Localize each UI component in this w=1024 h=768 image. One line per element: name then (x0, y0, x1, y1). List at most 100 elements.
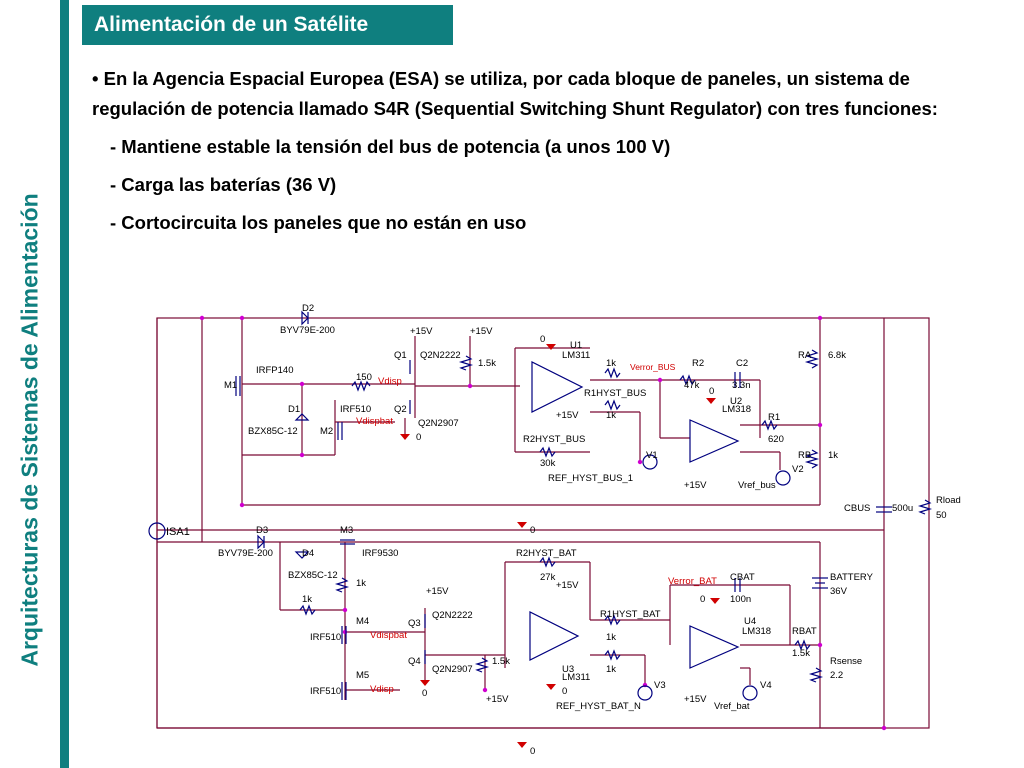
r2hyst-bat: R2HYST_BAT (516, 548, 577, 559)
vdisp-bot: Vdisp (370, 684, 394, 695)
p15-c: +15V (556, 410, 579, 421)
d1-label: D1 (288, 404, 300, 415)
u3-label: U3 (562, 664, 574, 675)
u2-label: U2 (730, 396, 742, 407)
r30k: 30k (540, 458, 556, 469)
v4-label: V4 (760, 680, 772, 691)
m1-part: IRFP140 (256, 365, 294, 376)
function-item-3: - Cortocircuita los paneles que no están… (110, 212, 527, 233)
c500u: 500u (892, 503, 913, 514)
slide-title: Alimentación de un Satélite (82, 5, 453, 45)
c2-label: C2 (736, 358, 748, 369)
m3-part: IRF9530 (362, 548, 398, 559)
q3-label: Q3 (408, 618, 421, 629)
m4-label: M4 (356, 616, 369, 627)
p15-f: +15V (486, 694, 509, 705)
r2-label: R2 (692, 358, 704, 369)
r2hyst-bus: R2HYST_BUS (523, 434, 585, 445)
r1k-b: 1k (606, 410, 616, 421)
isa1-label: ISA1 (166, 526, 190, 538)
zero-q4: 0 (422, 688, 427, 699)
r68k: 6.8k (828, 350, 846, 361)
zero-mid: 0 (530, 525, 535, 536)
u1-label: U1 (570, 340, 582, 351)
r1k-d: 1k (606, 664, 616, 675)
rbat-label: RBAT (792, 626, 817, 637)
side-title-text: Arquitecturas de Sistemas de Alimentació… (16, 193, 43, 667)
r1k-d4: 1k (302, 594, 312, 605)
q3-part: Q2N2222 (432, 610, 473, 621)
irf510-m5: IRF510 (310, 686, 341, 697)
p15-a: +15V (410, 326, 433, 337)
lm318-bot: LM318 (742, 626, 771, 637)
zero-u3: 0 (562, 686, 567, 697)
vdispbat-bot: Vdispbat (370, 630, 407, 641)
q4-label: Q4 (408, 656, 421, 667)
d2-label: D2 (302, 303, 314, 314)
v3-label: V3 (654, 680, 666, 691)
zero-top: 0 (416, 432, 421, 443)
s4r-circuit-schematic: D2 BYV79E-200 M1 IRFP140 D1 BZX85C-12 15… (148, 303, 961, 757)
p15-g: +15V (556, 580, 579, 591)
cbat-label: CBAT (730, 572, 755, 583)
r50: 50 (936, 510, 947, 521)
verror-bat: Verror_BAT (668, 576, 717, 587)
r1k-c: 1k (606, 632, 616, 643)
rb-label: RB (798, 450, 811, 461)
slide-content: • En la Agencia Espacial Europea (ESA) s… (92, 64, 992, 238)
p15-e: +15V (426, 586, 449, 597)
p15-h: +15V (684, 694, 707, 705)
ground-symbols (400, 344, 720, 748)
r15k-top: 1.5k (478, 358, 496, 369)
d4-part: BZX85C-12 (288, 570, 338, 581)
r1hyst-bus: R1HYST_BUS (584, 388, 646, 399)
zero-c: 0 (700, 594, 705, 605)
c33n: 3.3n (732, 380, 751, 391)
ref-hyst-bat: REF_HYST_BAT_N (556, 701, 641, 712)
vref-bat: Vref_bat (714, 701, 750, 712)
v36-label: 36V (830, 586, 848, 597)
zero-a: 0 (540, 334, 545, 345)
v1-label: V1 (646, 450, 658, 461)
components (148, 310, 933, 701)
ref-hyst-bus: REF_HYST_BUS_1 (548, 473, 633, 484)
irf510-m4: IRF510 (310, 632, 341, 643)
m2-label: M2 (320, 426, 333, 437)
verror-bus: Verror_BUS (630, 362, 676, 372)
function-item-1: - Mantiene estable la tensión del bus de… (110, 136, 671, 157)
lm311-bot: LM311 (562, 672, 590, 683)
r1hyst-bat: R1HYST_BAT (600, 609, 661, 620)
r1-label: R1 (768, 412, 780, 423)
r1k-a: 1k (606, 358, 616, 369)
side-title: Arquitecturas de Sistemas de Alimentació… (0, 0, 60, 768)
m1-label: M1 (224, 380, 237, 391)
u4-label: U4 (744, 616, 756, 627)
c100n: 100n (730, 594, 751, 605)
v2-label: V2 (792, 464, 804, 475)
ra-label: RA (798, 350, 812, 361)
r27k: 27k (540, 572, 556, 583)
r150-label: 150 (356, 372, 372, 383)
q1-label: Q1 (394, 350, 407, 361)
cbus-label: CBUS (844, 503, 870, 514)
r620: 620 (768, 434, 784, 445)
rsense-label: Rsense (830, 656, 862, 667)
d1-part: BZX85C-12 (248, 426, 298, 437)
d4-label: D4 (302, 548, 314, 559)
function-item-2: - Carga las baterías (36 V) (110, 174, 337, 195)
side-accent-bar (60, 0, 69, 768)
zero-b: 0 (709, 386, 714, 397)
r1k-rb: 1k (828, 450, 838, 461)
p15-d: +15V (684, 480, 707, 491)
q2-label: Q2 (394, 404, 407, 415)
vdisp-top: Vdisp (378, 376, 402, 387)
r1k-m3: 1k (356, 578, 366, 589)
q1-part: Q2N2222 (420, 350, 461, 361)
lm311-top: LM311 (562, 350, 590, 361)
vref-bus: Vref_bus (738, 480, 776, 491)
rload-label: Rload (936, 495, 961, 506)
d3-part: BYV79E-200 (218, 548, 273, 559)
zero-bottom: 0 (530, 746, 535, 757)
r22-label: 2.2 (830, 670, 843, 681)
bullet-text: • En la Agencia Espacial Europea (ESA) s… (92, 68, 938, 119)
